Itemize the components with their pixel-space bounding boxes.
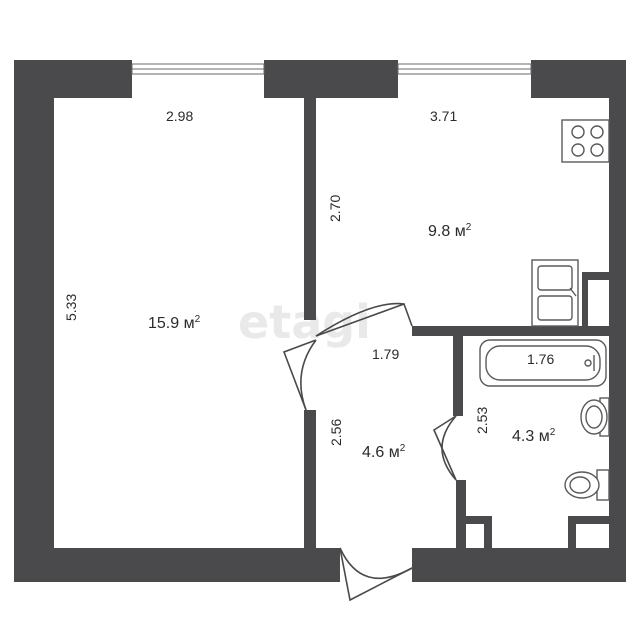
door-living-room <box>282 339 317 411</box>
hallway-area: 4.6 м2 <box>362 443 406 461</box>
kitchen-area: 9.8 м2 <box>428 222 472 240</box>
dim-living-length: 5.33 <box>63 294 79 321</box>
door-entrance <box>339 547 413 602</box>
window-living-room <box>131 63 265 98</box>
outer-walls <box>14 60 626 582</box>
dim-living-width: 2.98 <box>166 108 193 124</box>
dim-bath-length: 2.53 <box>474 407 490 434</box>
interior-walls <box>304 98 609 548</box>
toilet-icon <box>564 469 610 501</box>
stove-icon <box>561 119 610 163</box>
dim-kitchen-depth: 2.70 <box>327 195 343 222</box>
washbasin-icon <box>580 397 610 437</box>
window-kitchen <box>397 63 532 98</box>
living-room-area: 15.9 м2 <box>148 314 201 332</box>
dim-bath-width: 1.76 <box>527 351 554 367</box>
door-bathroom <box>432 415 457 481</box>
bathroom-area: 4.3 м2 <box>512 427 556 445</box>
kitchen-sink-icon <box>531 259 579 327</box>
dim-kitchen-width: 3.71 <box>430 108 457 124</box>
door-kitchen <box>315 302 413 337</box>
dim-hall-width: 1.79 <box>372 346 399 362</box>
bathtub-icon <box>479 339 607 387</box>
dim-hall-length: 2.56 <box>328 419 344 446</box>
